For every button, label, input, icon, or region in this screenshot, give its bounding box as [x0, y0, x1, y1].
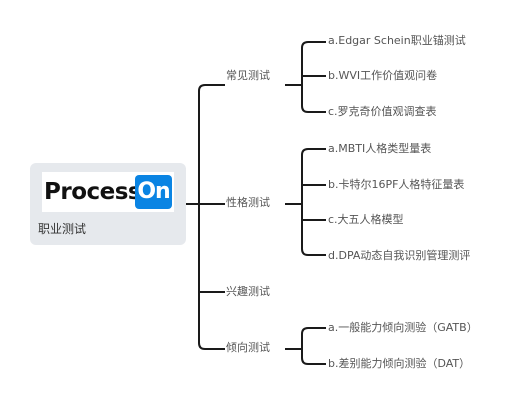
- branch-node-xingqu[interactable]: 兴趣测试: [226, 285, 270, 298]
- logo-text: Process: [44, 179, 142, 205]
- branch-node-xingge[interactable]: 性格测试: [226, 196, 270, 209]
- leaf-node[interactable]: c.罗克奇价值观调查表: [328, 105, 437, 118]
- branch-node-qingxiang[interactable]: 倾向测试: [226, 341, 270, 354]
- leaf-bracket-qingxiang: [301, 327, 326, 365]
- processon-logo: Process On: [42, 172, 174, 212]
- leaf-node[interactable]: a.一般能力倾向测验（GATB）: [328, 321, 478, 334]
- leaf-bracket-xingge: [301, 148, 326, 256]
- leaf-bracket-changjian: [301, 41, 326, 113]
- logo-badge: On: [135, 175, 172, 209]
- root-to-branches-connector: [186, 84, 206, 350]
- leaf-node[interactable]: b.WVI工作价值观问卷: [328, 69, 438, 82]
- root-label: 职业测试: [38, 222, 87, 236]
- leaf-node[interactable]: d.DPA动态自我识别管理测评: [328, 249, 471, 262]
- leaf-node[interactable]: a.MBTI人格类型量表: [328, 142, 432, 155]
- root-node[interactable]: Process On 职业测试: [30, 163, 186, 245]
- leaf-node[interactable]: a.Edgar Schein职业锚测试: [328, 34, 466, 47]
- leaf-node[interactable]: c.大五人格模型: [328, 213, 404, 226]
- leaf-node[interactable]: b.差别能力倾向测验（DAT）: [328, 357, 471, 370]
- branch-node-changjian[interactable]: 常见测试: [226, 69, 270, 82]
- leaf-node[interactable]: b.卡特尔16PF人格特征量表: [328, 178, 465, 191]
